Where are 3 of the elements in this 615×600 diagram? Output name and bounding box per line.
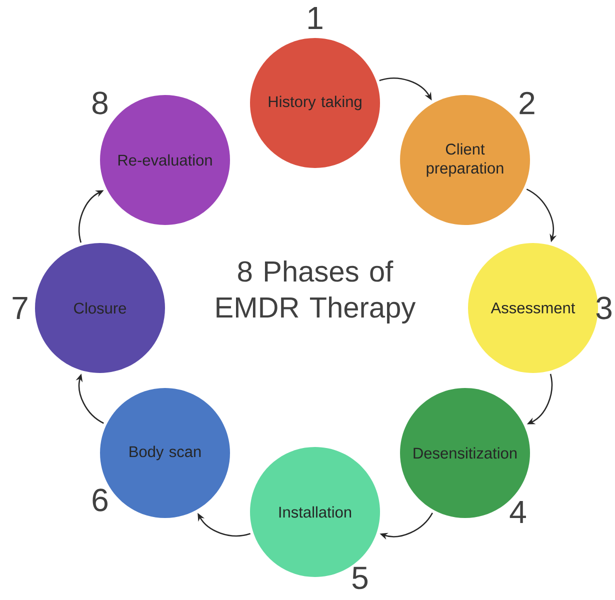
step-number: 7 — [12, 297, 28, 319]
title: 8 Phases of EMDR Therapy — [216, 260, 416, 324]
step-number: 1 — [308, 7, 322, 29]
